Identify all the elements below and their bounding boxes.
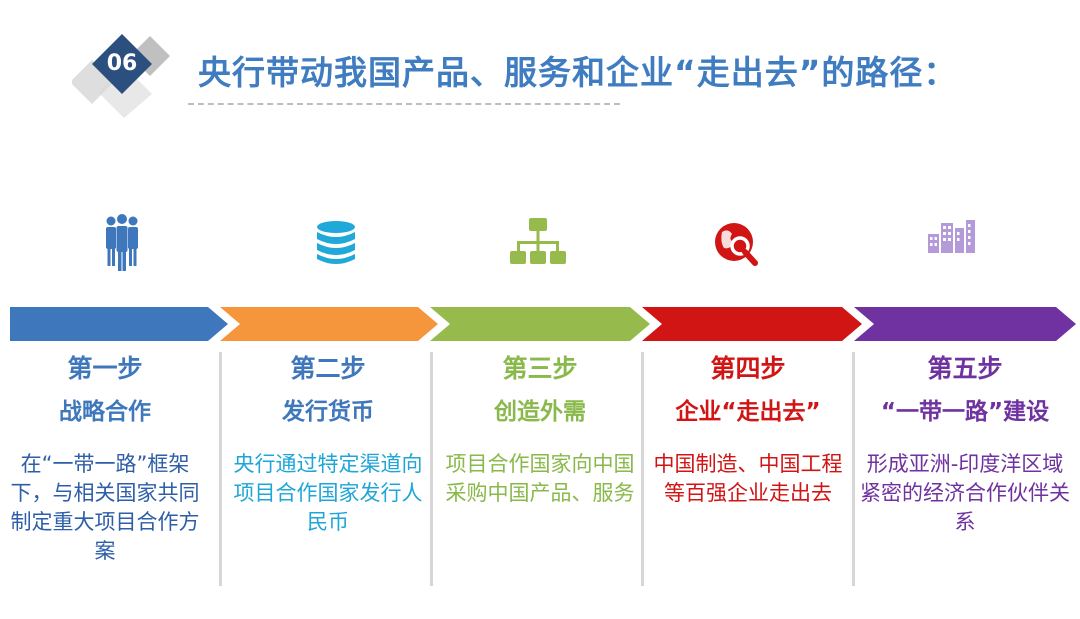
step-description: 中国制造、中国工程等百强企业走出去 — [653, 452, 843, 505]
badge-number: 06 — [106, 51, 138, 76]
step-arrow-1 — [10, 307, 228, 341]
step-arrow-5 — [854, 307, 1076, 341]
step-subtitle: “一带一路”建设 — [880, 399, 1050, 425]
step-arrow-4 — [642, 307, 862, 341]
step-label: 第四步 — [710, 354, 786, 383]
step-description: 形成亚洲-印度洋区域紧密的经济合作伙伴关系 — [860, 452, 1070, 534]
people-icon — [92, 212, 152, 276]
step-label: 第二步 — [290, 354, 366, 383]
column-divider — [852, 352, 855, 586]
network-hierarchy-icon — [508, 212, 568, 276]
section-badge: 06 — [70, 30, 192, 120]
title-divider — [188, 103, 620, 105]
step-description: 央行通过特定渠道向项目合作国家发行人民币 — [233, 452, 423, 534]
step-column-1: 第一步 战略合作 在“一带一路”框架下，与相关国家共同制定重大项目合作方案 — [5, 352, 205, 566]
step-arrow-2 — [220, 307, 438, 341]
step-column-2: 第二步 发行货币 央行通过特定渠道向项目合作国家发行人民币 — [228, 352, 428, 537]
page-title: 央行带动我国产品、服务和企业“走出去”的路径： — [198, 53, 958, 92]
column-divider — [641, 352, 644, 586]
step-arrow-band — [10, 307, 1076, 341]
step-label: 第五步 — [927, 354, 1003, 383]
step-column-5: 第五步 “一带一路”建设 形成亚洲-印度洋区域紧密的经济合作伙伴关系 — [860, 352, 1070, 537]
step-subtitle: 创造外需 — [494, 399, 586, 425]
step-arrow-3 — [430, 307, 650, 341]
step-label: 第三步 — [502, 354, 578, 383]
step-subtitle: 发行货币 — [282, 399, 374, 425]
column-divider — [219, 352, 222, 586]
step-description: 在“一带一路”框架下，与相关国家共同制定重大项目合作方案 — [10, 452, 200, 563]
step-description: 项目合作国家向中国采购中国产品、服务 — [445, 452, 635, 505]
step-subtitle: 战略合作 — [59, 399, 151, 425]
column-divider — [430, 352, 433, 586]
city-buildings-icon — [920, 212, 980, 276]
globe-search-icon — [708, 212, 768, 276]
step-label: 第一步 — [67, 354, 143, 383]
step-column-3: 第三步 创造外需 项目合作国家向中国采购中国产品、服务 — [440, 352, 640, 508]
step-subtitle: 企业“走出去” — [675, 399, 821, 425]
database-coins-icon — [306, 212, 366, 276]
step-column-4: 第四步 企业“走出去” 中国制造、中国工程等百强企业走出去 — [648, 352, 848, 508]
